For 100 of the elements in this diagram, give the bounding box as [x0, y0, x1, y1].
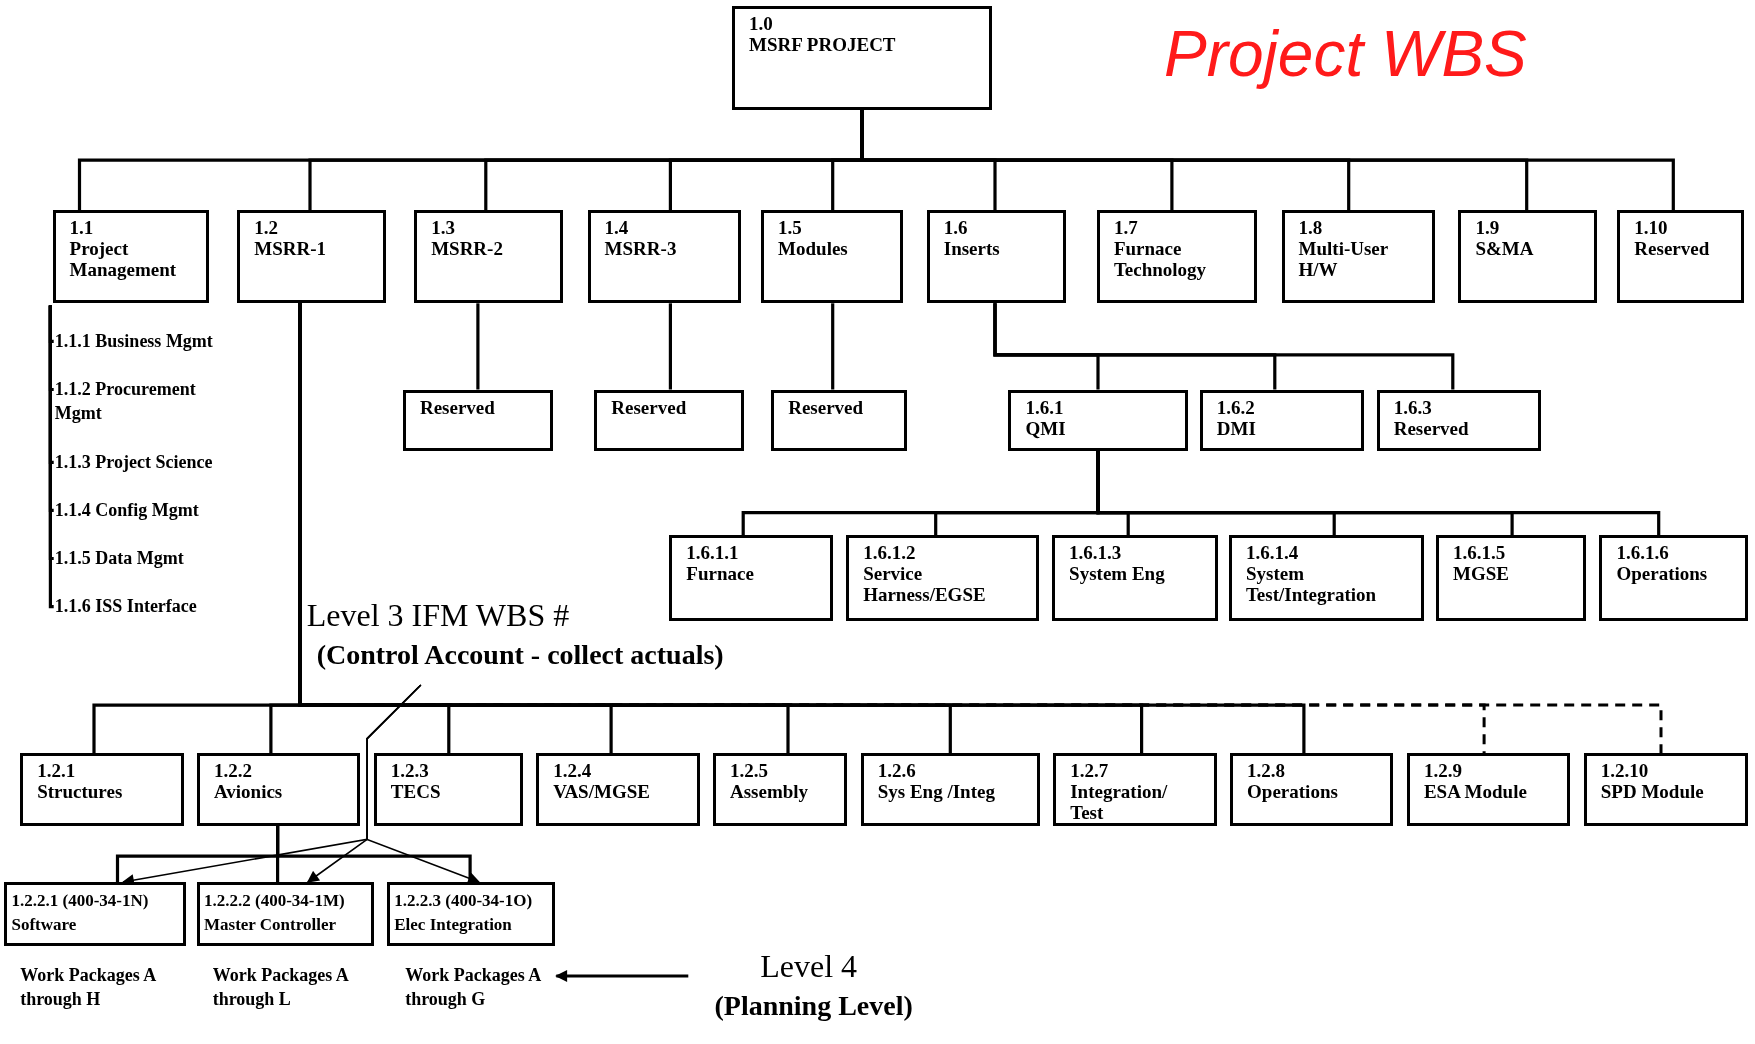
- wbs-code: 1.6.1.4: [1245, 542, 1300, 563]
- wbs-box: [1458, 210, 1598, 304]
- wbs-label: SPD Module: [1600, 781, 1705, 803]
- wbs-code: 1.6: [943, 217, 969, 239]
- level-subheading: (Control Account - collect actuals): [316, 638, 724, 673]
- wbs-code: 1.8: [1298, 217, 1324, 239]
- wbs-box: [1052, 535, 1218, 622]
- wbs-box: [1599, 535, 1749, 622]
- wbs-box: [761, 210, 904, 304]
- wbs-label: Project Management: [69, 238, 178, 281]
- work-package-note: Work Packages A through L: [212, 964, 348, 1009]
- wbs-box: [402, 389, 553, 452]
- wbs-code: 1.6.1: [1025, 396, 1065, 418]
- wbs-code: 1.6.2: [1216, 396, 1256, 418]
- connector-line: [993, 303, 1455, 390]
- wbs-label: MSRR-1: [254, 238, 328, 260]
- wbs-label: Reserved: [419, 396, 496, 418]
- wbs-code: 1.6.3: [1393, 396, 1433, 418]
- work-package-note: Work Packages A through G: [405, 964, 541, 1009]
- wbs-code: 1.2.9: [1423, 760, 1463, 782]
- wbs-box: [1199, 389, 1365, 452]
- wbs-box: [1096, 210, 1257, 304]
- wbs-subitem: 1.1.2 Procurement Mgmt: [54, 379, 196, 424]
- wbs-box: [1617, 210, 1744, 304]
- wbs-code: 1.6.1.2: [863, 542, 917, 563]
- wbs-label: Multi-User H/W: [1298, 238, 1389, 281]
- wbs-label: Reserved: [1634, 238, 1711, 260]
- wbs-box: [1436, 535, 1586, 622]
- wbs-label: MGSE: [1453, 563, 1510, 584]
- wbs-code: 1.2.8: [1247, 760, 1287, 782]
- wbs-box: [712, 753, 848, 826]
- wbs-box: [1281, 210, 1435, 304]
- wbs-box: [1583, 753, 1749, 826]
- wbs-box: [1228, 535, 1424, 622]
- wbs-code: 1.2.1: [37, 760, 77, 782]
- wbs-label: Reserved: [1393, 417, 1470, 439]
- wbs-box: [52, 210, 210, 304]
- wbs-box: [20, 753, 184, 826]
- wbs-label: MSRF PROJECT: [749, 33, 897, 55]
- level-heading: Level 3 IFM WBS #: [306, 596, 570, 636]
- wbs-code: 1.10: [1634, 217, 1669, 239]
- wbs-box: [197, 753, 361, 826]
- wbs-label: Modules: [778, 238, 849, 260]
- wbs-subitem: 1.1.3 Project Science: [54, 451, 213, 472]
- wbs-code: 1.2.6: [877, 760, 917, 782]
- wbs-code: 1.6.1.3: [1069, 542, 1123, 563]
- wbs-subitem: 1.1.4 Config Mgmt: [54, 500, 199, 521]
- wbs-box: [732, 5, 992, 110]
- wbs-box: [594, 389, 745, 452]
- wbs-label: VAS/MGSE: [553, 781, 651, 803]
- wbs-label: Operations: [1616, 563, 1709, 584]
- wbs-label: Sys Eng /Integ: [877, 781, 996, 803]
- connector-line: [831, 303, 835, 390]
- wbs-box: [387, 881, 556, 946]
- wbs-code: 1.5: [778, 217, 803, 239]
- wbs-box: [846, 535, 1039, 622]
- wbs-code: 1.6.1.5: [1453, 542, 1507, 563]
- wbs-label: System Test/Integration: [1245, 563, 1378, 605]
- wbs-code: 1.4: [604, 217, 630, 239]
- wbs-code: 1.7: [1113, 217, 1139, 239]
- wbs-code: 1.2: [254, 217, 280, 239]
- arrow: [555, 970, 689, 982]
- wbs-label: Elec Integration: [394, 913, 513, 936]
- wbs-label: ESA Module: [1423, 781, 1528, 803]
- wbs-box: [926, 210, 1066, 304]
- wbs-box: [373, 753, 523, 826]
- wbs-box: [536, 753, 700, 826]
- wbs-label: MSRR-3: [604, 238, 678, 260]
- level-heading: Level 4: [760, 946, 858, 986]
- wbs-code: 1.2.5: [729, 760, 769, 782]
- wbs-label: Service Harness/EGSE: [863, 563, 987, 605]
- wbs-code: 1.2.4: [553, 760, 593, 782]
- wbs-code: 1.2.10: [1600, 760, 1650, 782]
- wbs-box: [669, 535, 833, 622]
- wbs-code: 1.2.2.3 (400-34-1O): [394, 889, 534, 912]
- wbs-box: [197, 881, 374, 946]
- wbs-label: Furnace Technology: [1113, 238, 1208, 281]
- wbs-box: [860, 753, 1040, 826]
- connector-line: [668, 303, 672, 390]
- level-subheading: (Planning Level): [714, 988, 913, 1023]
- wbs-label: MSRR-2: [431, 238, 504, 260]
- wbs-label: Software: [11, 913, 78, 936]
- arrow: [366, 684, 481, 884]
- wbs-label: Integration/ Test: [1070, 781, 1169, 824]
- wbs-subitem: 1.1.6 ISS Interface: [54, 596, 197, 617]
- wbs-box: [771, 389, 907, 452]
- wbs-subitem: 1.1.1 Business Mgmt: [54, 331, 213, 352]
- wbs-label: S&MA: [1475, 238, 1535, 260]
- wbs-label: Furnace: [686, 563, 755, 584]
- connector-line: [48, 305, 54, 609]
- wbs-box: [1008, 389, 1188, 452]
- wbs-label: Structures: [37, 781, 124, 803]
- wbs-label: TECS: [390, 781, 442, 803]
- wbs-label: Master Controller: [204, 913, 337, 936]
- wbs-code: 1.2.2: [214, 760, 253, 782]
- work-package-note: Work Packages A through H: [20, 964, 156, 1009]
- wbs-code: 1.6.1.1: [686, 542, 740, 563]
- wbs-subitem: 1.1.5 Data Mgmt: [54, 548, 184, 569]
- wbs-box: [1376, 389, 1542, 452]
- wbs-code: 1.2.2.1 (400-34-1N): [11, 889, 150, 912]
